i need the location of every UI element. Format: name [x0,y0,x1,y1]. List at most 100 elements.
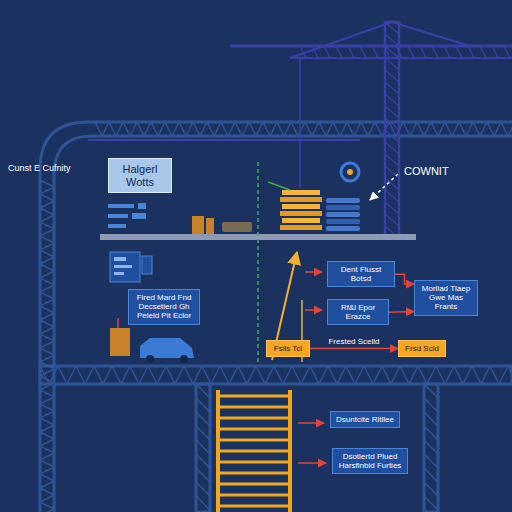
mast-strut [385,106,399,118]
truss-strut [40,509,54,512]
truss-strut [67,366,76,384]
truss-strut [40,453,54,460]
truss-strut [40,474,54,481]
truss-strut [116,122,123,136]
truss-strut [403,122,410,136]
truss-strut [49,366,58,384]
mast-strut [385,202,399,214]
truss-strut [40,236,54,243]
truss-strut [40,502,54,509]
truss-strut [40,390,54,397]
truss-strut [40,481,54,488]
truss-strut [400,366,409,384]
jib-strut [468,46,474,58]
mast-strut [385,118,399,130]
truss-strut [40,194,54,201]
crane-mast [385,22,399,236]
truss-strut [186,122,193,136]
ladder-rung [218,472,290,475]
column-strut [196,398,210,412]
truss-strut [481,366,490,384]
truss-strut [473,122,480,136]
truss-strut [109,122,116,136]
truss-strut [221,122,228,136]
panel-line [114,257,126,261]
ladder-rung [218,483,290,486]
lower-truss [40,366,512,384]
crate [206,218,214,234]
truss-strut [361,122,368,136]
truss-strut [319,366,328,384]
truss-strut [333,122,340,136]
sensor-ring [341,163,359,181]
truss-strut [340,122,347,136]
crane-cable [290,22,392,58]
frame-outer [40,122,512,512]
truss-strut [130,122,137,136]
truss-strut [172,122,179,136]
truss-strut [480,122,487,136]
column-strut [424,426,438,440]
wheel [146,355,154,363]
truss-strut [319,122,326,136]
stacked-panel [326,212,360,217]
ladder-rungs [218,396,290,506]
truss-strut [40,366,49,384]
truss-strut [452,122,459,136]
truss-strut [40,222,54,229]
info-box: Dent Flusst Botsd [327,261,395,287]
column-strut [424,440,438,454]
jib-strut [432,46,438,58]
jib-strut [480,46,486,58]
truss-strut [40,215,54,222]
truss-strut [157,366,166,384]
truss-strut [40,187,54,194]
truss-strut [337,366,346,384]
jib-strut [384,46,390,58]
stacked-panel [326,198,360,203]
pointer-line [117,318,119,328]
truss-strut [459,122,466,136]
mast-strut [385,190,399,202]
mast-strut [385,82,399,94]
truss-strut [207,122,214,136]
jib-strut [360,46,366,58]
truss-strut [144,122,151,136]
truss-strut [508,366,512,384]
column-strut [424,482,438,496]
column-strut [196,496,210,510]
truss-strut [242,122,249,136]
truss-strut [40,257,54,264]
column-strut [196,440,210,454]
jib-strut [492,46,498,58]
ladder-rung [218,395,290,398]
truss-diagonals [40,122,512,512]
truss-strut [40,425,54,432]
truss-strut [121,366,130,384]
jib-strut [336,46,342,58]
material-stack [280,190,322,230]
truss-strut [40,271,54,278]
wheel [180,355,188,363]
jib-strut [408,46,414,58]
vehicle [140,338,194,358]
truss-strut [40,327,54,334]
truss-strut [40,299,54,306]
truss-strut [347,122,354,136]
jib-strut [348,46,354,58]
truss-strut [200,122,207,136]
truss-strut [427,366,436,384]
truss-strut [431,122,438,136]
box-text: Rf&l Epor Erazce [332,303,384,321]
truss-strut [130,366,139,384]
truss-strut [445,366,454,384]
truss-strut [391,366,400,384]
truss-strut [40,432,54,439]
truss-strut [193,366,202,384]
truss-strut [364,366,373,384]
truss-strut [346,366,355,384]
truss-strut [40,348,54,355]
edge-label: Frested Scelld [326,337,381,346]
info-box: Dsotiertd Plued Harsfinbid Furties [332,448,408,474]
column-strut [424,412,438,426]
